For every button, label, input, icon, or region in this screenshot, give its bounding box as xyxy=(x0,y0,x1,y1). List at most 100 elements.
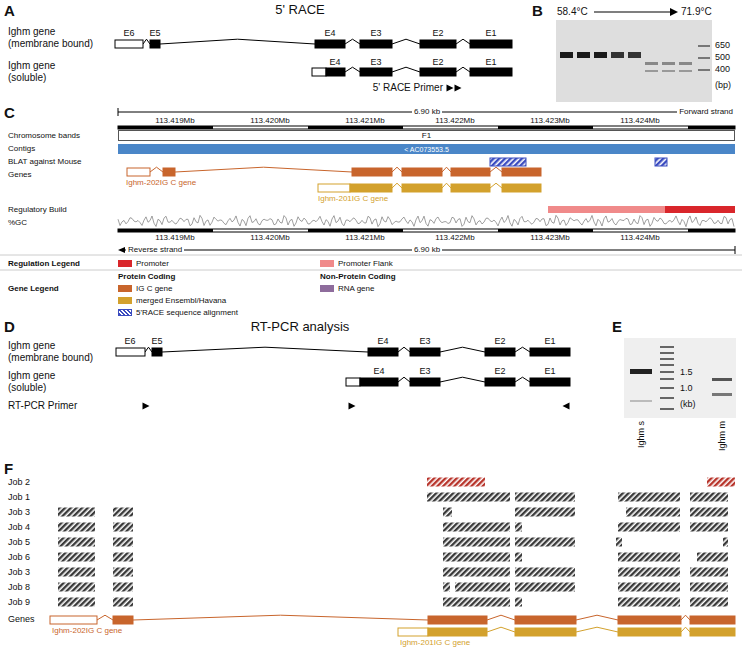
primer-arrow xyxy=(143,403,150,410)
alignment-bar xyxy=(618,598,680,607)
strand-label: Reverse strand xyxy=(126,245,184,254)
exon-label: E1 xyxy=(544,336,555,346)
intron-line xyxy=(392,167,402,172)
job-label: Job 4 xyxy=(8,522,30,532)
alignment-bar xyxy=(443,568,510,577)
exon-box xyxy=(515,628,576,636)
exon-label: E3 xyxy=(370,57,381,67)
exon-label: E1 xyxy=(544,366,555,376)
utr-box xyxy=(312,68,326,76)
job-label: Job 3 xyxy=(8,507,30,517)
legend-text: RNA gene xyxy=(338,284,374,293)
exon-box xyxy=(420,40,456,48)
job-label: Job 8 xyxy=(8,582,30,592)
job-label: Job 5 xyxy=(8,537,30,547)
ladder-band xyxy=(660,387,674,389)
alignment-bar xyxy=(690,583,728,592)
legend-swatch xyxy=(118,297,132,304)
legend-heading: Gene Legend xyxy=(8,284,59,293)
exon-box xyxy=(618,616,681,624)
alignment-bar xyxy=(113,553,133,562)
primer-arrow xyxy=(455,85,462,92)
intron-line xyxy=(97,615,113,620)
primer-arrow xyxy=(563,403,570,410)
alignment-bar xyxy=(58,598,95,607)
ladder-band xyxy=(660,352,674,354)
primer-label: 5' RACE Primer xyxy=(373,82,443,94)
ladder-band xyxy=(660,397,674,399)
separator xyxy=(0,270,742,271)
legend-text: Promoter Flank xyxy=(338,259,393,268)
panel-title: 5' RACE xyxy=(275,3,324,18)
exon-label: E3 xyxy=(419,336,430,346)
utr-box xyxy=(346,378,360,386)
panel-letter: B xyxy=(532,2,543,19)
intron-line xyxy=(398,377,410,382)
exon-box xyxy=(402,184,442,192)
ladder-band xyxy=(698,69,710,71)
legend-heading: Regulation Legend xyxy=(8,259,80,268)
intron-line xyxy=(490,167,502,172)
alignment-bar xyxy=(58,523,95,532)
legend-text: Promoter xyxy=(136,259,169,268)
gc-trace xyxy=(118,215,734,226)
utr-box xyxy=(50,616,97,624)
size-marker: 1.0 xyxy=(680,383,693,393)
ladder-band xyxy=(698,45,710,47)
exon-box xyxy=(530,378,570,386)
transcript-label: Ighm-202IG C gene xyxy=(126,178,196,187)
alignment-bar xyxy=(618,568,680,577)
alignment-bar xyxy=(113,583,133,592)
utr-box xyxy=(127,168,150,176)
gel xyxy=(556,20,712,102)
exon-label: E3 xyxy=(370,28,381,38)
gel-band xyxy=(679,62,692,65)
exon-box xyxy=(360,68,392,76)
legend-text: 5'RACE sequence alignment xyxy=(136,308,238,317)
coordinate-bar-segment xyxy=(308,126,403,129)
gel-band xyxy=(611,52,624,58)
race-alignment xyxy=(655,158,667,166)
alignment-bar xyxy=(515,598,522,607)
intron-line xyxy=(145,347,152,352)
legend-text: merged Ensembl/Havana xyxy=(136,296,226,305)
size-marker: 650 xyxy=(715,40,730,50)
exon-label: E2 xyxy=(432,28,443,38)
scale-label: 6.90 kb xyxy=(412,245,442,254)
alignment-bar xyxy=(618,553,680,562)
intron-line xyxy=(487,627,515,632)
panel-letter: E xyxy=(612,318,622,335)
intron-line xyxy=(440,377,485,382)
track-label: Genes xyxy=(8,170,32,179)
coordinate-bar-segment xyxy=(308,229,403,232)
gel-band xyxy=(679,70,692,72)
intron-line xyxy=(392,183,402,188)
alignment-bar xyxy=(58,568,95,577)
utr-box xyxy=(116,348,145,356)
alignment-bar xyxy=(113,523,133,532)
size-marker: 1.5 xyxy=(680,367,693,377)
alignment-bar xyxy=(443,553,510,562)
utr-box xyxy=(318,184,350,192)
alignment-bar xyxy=(58,508,95,517)
alignment-bar xyxy=(515,583,575,592)
intron-line xyxy=(681,615,690,620)
exon-box xyxy=(352,168,392,176)
job-label: Job 1 xyxy=(8,492,30,502)
gel-band xyxy=(712,378,732,381)
coordinate-label: 113.420Mb xyxy=(250,116,289,125)
promoter-bar xyxy=(665,206,735,213)
exon-box xyxy=(451,184,490,192)
coordinate-label: 113.421Mb xyxy=(345,233,384,242)
coordinate-bar xyxy=(118,229,735,232)
exon-box xyxy=(502,168,541,176)
exon-label: E4 xyxy=(373,366,384,376)
gel-band xyxy=(712,393,732,396)
alignment-bar xyxy=(113,508,133,517)
coordinate-label: 113.424Mb xyxy=(620,116,659,125)
utr-box xyxy=(115,40,143,48)
gene-label: Ighm gene (soluble) xyxy=(8,370,78,393)
legend-swatch xyxy=(118,285,132,292)
track-label: Genes xyxy=(8,614,35,624)
